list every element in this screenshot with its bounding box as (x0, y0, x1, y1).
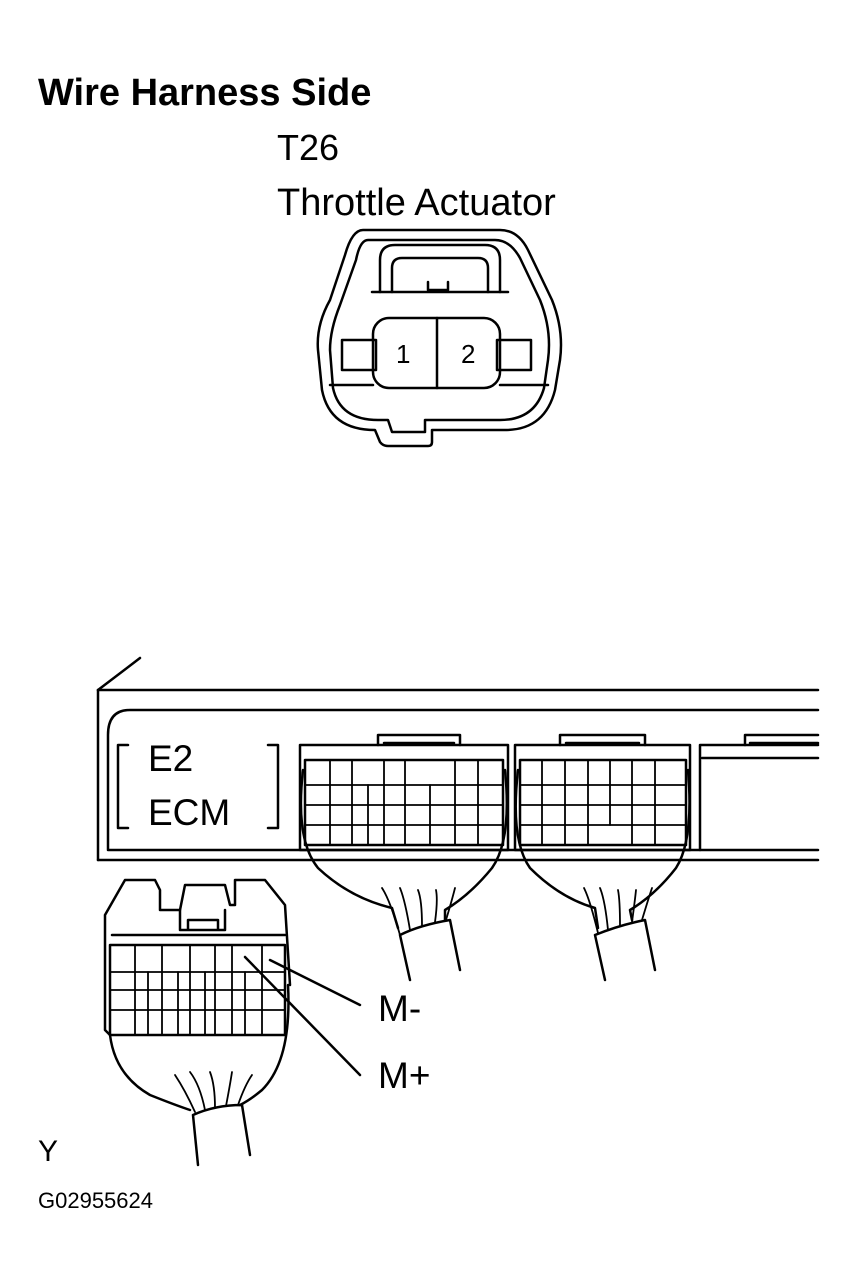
socket-b-wire-strands (583, 887, 653, 934)
ecm-e2-plug (103, 878, 292, 1167)
m-plus-leader-line (243, 955, 362, 1077)
socket-a-harness-boot (299, 768, 509, 930)
e2-wire-strands (174, 1071, 253, 1113)
connector-outer-shell (316, 228, 563, 448)
ecm-face-panel (106, 708, 820, 852)
socket-a-grid-lines (304, 759, 504, 846)
connector-latch-outer (378, 243, 502, 294)
m-minus-terminal-label: M- (378, 988, 422, 1029)
connector-mount-left (340, 338, 378, 372)
ecm-label: ECM (148, 792, 231, 833)
socket-b-tab (558, 733, 647, 747)
socket-a-housing (298, 743, 510, 852)
ecm-connector-code: E2 (148, 738, 194, 779)
socket-a-tab (376, 733, 462, 747)
socket-c-housing (698, 743, 820, 852)
ecm-top-slant (96, 656, 142, 692)
ecm-socket-a (298, 733, 510, 982)
e2-plug-outline (103, 878, 292, 1037)
e2-wire-bundle (191, 1103, 252, 1167)
ecm-label-bracket-right (266, 743, 280, 830)
socket-b-harness-boot (514, 768, 691, 930)
figure-id: G02955624 (38, 1188, 153, 1213)
e2-plug-grid-lines (109, 944, 286, 1036)
connector-inner-shell (328, 238, 551, 434)
throttle-actuator-connector (316, 228, 563, 448)
ecm-label-bracket-left (116, 743, 130, 830)
pin-1-label: 1 (396, 339, 410, 369)
m-minus-leader-line (268, 958, 362, 1007)
connector-latch-inner (390, 256, 490, 294)
page-title: Wire Harness Side (38, 72, 372, 114)
ecm-socket-c (698, 733, 820, 852)
pin-2-label: 2 (461, 339, 475, 369)
m-plus-terminal-label: M+ (378, 1055, 431, 1096)
e2-harness-boot (108, 983, 290, 1112)
throttle-connector-code: T26 (277, 127, 340, 168)
ecm-socket-b (513, 733, 692, 982)
socket-b-wire-bundle (593, 918, 657, 982)
socket-b-grid-lines (519, 759, 687, 846)
connector-latch-key (426, 280, 450, 292)
connector-mount-right (495, 338, 533, 372)
e2-plug-lock (178, 908, 227, 932)
socket-a-wire-strands (381, 887, 456, 936)
socket-b-grid (518, 758, 688, 847)
ecm-body (96, 656, 820, 862)
corner-mark: Y (38, 1135, 59, 1168)
throttle-connector-name: Throttle Actuator (277, 182, 556, 224)
socket-a-grid (303, 758, 505, 847)
socket-c-tab (743, 733, 820, 747)
